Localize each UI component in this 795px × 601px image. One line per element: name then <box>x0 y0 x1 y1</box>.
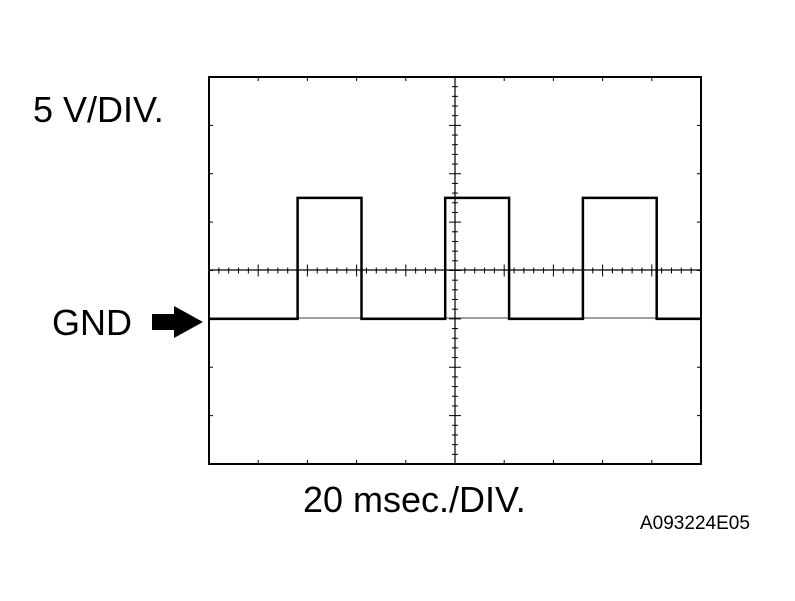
time-scale-label: 20 msec./DIV. <box>303 479 526 520</box>
ground-label: GND <box>52 302 132 343</box>
figure-code: A093224E05 <box>640 513 750 534</box>
vertical-scale-label: 5 V/DIV. <box>33 89 164 130</box>
right-arrow-icon <box>152 306 203 338</box>
pulse-waveform <box>209 196 701 321</box>
